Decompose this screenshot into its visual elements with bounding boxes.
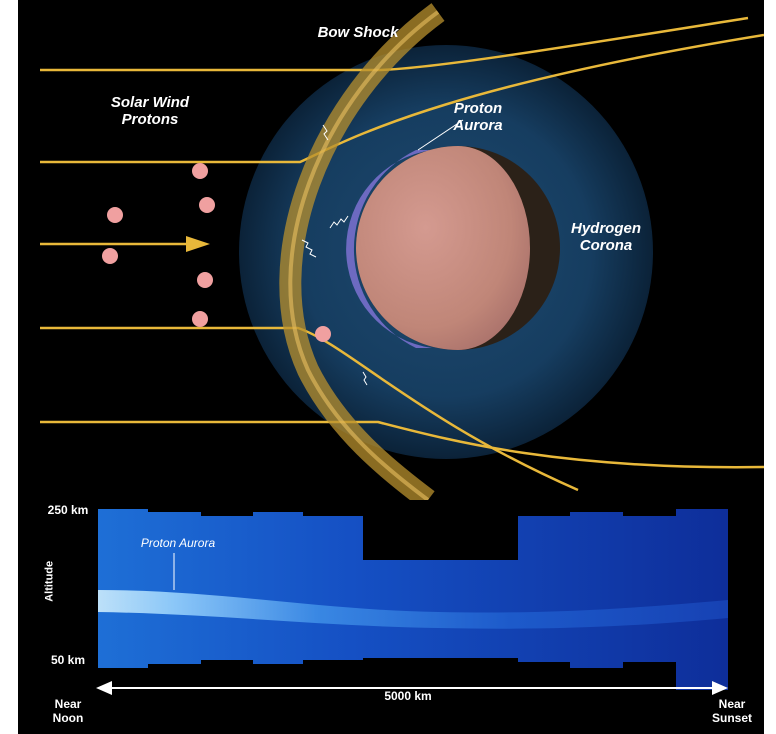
hydrogen-corona-label: Hydrogen Corona — [556, 220, 656, 255]
proton-aurora-observation — [96, 509, 728, 695]
mars-planet-day — [356, 146, 530, 350]
field-line-1 — [40, 16, 749, 72]
near-noon-label: Near Noon — [38, 697, 98, 726]
distance-arrow-right-head — [712, 681, 728, 695]
proton — [192, 311, 208, 327]
altitude-bottom-label: 50 km — [50, 653, 86, 667]
near-sunset-line2: Sunset — [711, 710, 752, 725]
distance-label: 5000 km — [384, 689, 432, 703]
proton — [199, 197, 215, 213]
proton — [197, 272, 213, 288]
squiggle — [322, 124, 329, 141]
solar-wind-arrow-head — [186, 236, 210, 252]
aurora-emission-band — [98, 590, 728, 629]
squiggle — [329, 215, 349, 229]
proton — [107, 207, 123, 223]
hydrogen-corona-label-line2: Corona — [579, 237, 633, 255]
bow-shock-label: Bow Shock — [317, 24, 399, 41]
proton-aurora-pointer — [417, 119, 464, 151]
near-sunset-line1: Near — [718, 697, 746, 711]
field-line-4 — [40, 420, 764, 469]
observation-swath — [98, 509, 728, 690]
altitude-top-label: 250 km — [47, 503, 89, 517]
squiggle — [362, 371, 368, 386]
altitude-axis-label: Altitude — [43, 560, 56, 602]
proton-aurora-label-line1: Proton — [453, 100, 503, 117]
bow-shock-core — [288, 10, 440, 500]
solar-wind-label-line1: Solar Wind — [110, 94, 190, 111]
proton — [192, 163, 208, 179]
mars-interaction-diagram — [40, 3, 764, 500]
near-sunset-label: Near Sunset — [702, 697, 762, 726]
proton-aurora-label-line2: Aurora — [453, 117, 503, 135]
solar-wind-label-line2: Protons — [121, 111, 179, 129]
proton-aurora-observation-label: Proton Aurora — [140, 536, 216, 550]
protons — [102, 163, 331, 342]
squiggle — [301, 239, 317, 258]
proton-aurora-label: Proton Aurora — [438, 100, 518, 135]
near-noon-line2: Noon — [52, 710, 84, 725]
solar-wind-label: Solar Wind Protons — [90, 94, 210, 129]
proton — [315, 326, 331, 342]
figure-frame: Bow Shock Solar Wind Protons Proton Auro… — [18, 0, 764, 734]
near-noon-line1: Near — [54, 697, 82, 711]
distance-arrow-left-head — [96, 681, 112, 695]
squiggles — [301, 124, 368, 386]
proton — [102, 248, 118, 264]
field-lines — [40, 16, 764, 492]
field-line-3 — [40, 326, 579, 492]
hydrogen-corona-label-line1: Hydrogen — [570, 220, 641, 237]
